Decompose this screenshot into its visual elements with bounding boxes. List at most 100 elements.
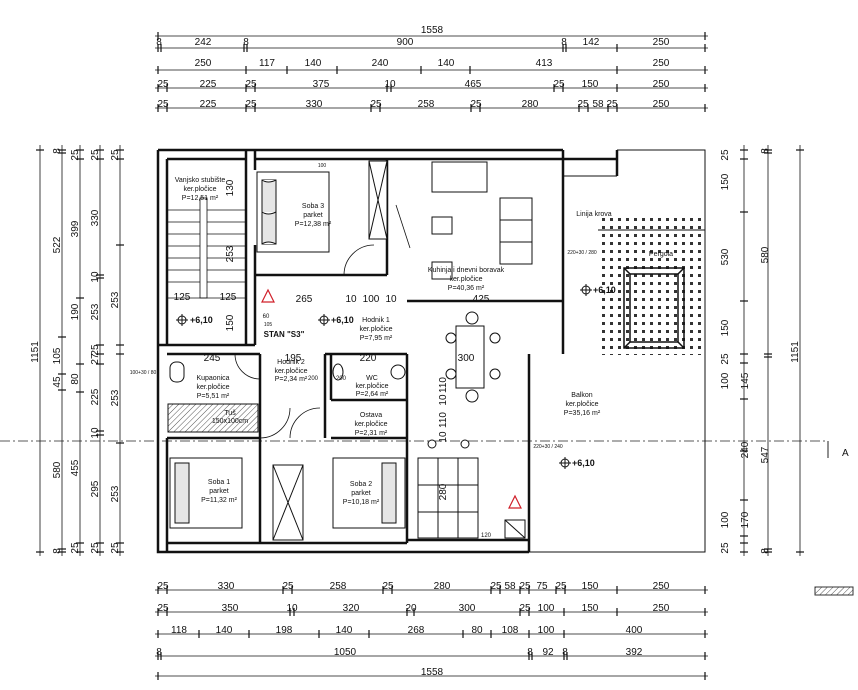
bottom-row3-dim: 100 bbox=[538, 625, 555, 636]
furniture bbox=[167, 160, 533, 541]
top-row3-dim: 150 bbox=[582, 79, 599, 90]
top-row1-dim: 8 bbox=[561, 37, 567, 48]
room-area: P=7,95 m² bbox=[360, 335, 393, 342]
bottom-row2-dim: 300 bbox=[459, 603, 476, 614]
room-labels: Vanjsko stubište ker.pločice P=12,51 m² … bbox=[175, 177, 673, 506]
room-floor: ker.pločice bbox=[196, 384, 229, 391]
left-col3-dim: 27 bbox=[90, 353, 101, 365]
top-row3-dim: 375 bbox=[313, 79, 330, 90]
room-name: Soba 3 bbox=[302, 203, 324, 210]
left-col1-dim: 8 bbox=[52, 148, 63, 154]
left-col1-dim: 8 bbox=[52, 548, 63, 554]
right-col2-dim: 25 bbox=[720, 149, 731, 161]
inner-dim: 253 bbox=[225, 245, 236, 262]
walls bbox=[156, 148, 619, 554]
room-name: Ostava bbox=[360, 412, 382, 419]
room-area: P=12,38 m² bbox=[295, 221, 332, 228]
top-row3-dim: 225 bbox=[200, 79, 217, 90]
room-floor: ker.pločice bbox=[449, 276, 482, 283]
room-hodnik2: Hodnik 2 ker.pločice P=2,34 m² bbox=[274, 359, 307, 383]
hatch-legend-swatch bbox=[814, 586, 854, 596]
top-row3-dim: 250 bbox=[653, 79, 670, 90]
inner-dim: 100 bbox=[318, 163, 327, 169]
right-col2-dim: 530 bbox=[720, 248, 731, 265]
bottom-row1-dim: 25 bbox=[382, 581, 394, 592]
room-area: P=35,16 m² bbox=[564, 410, 601, 417]
right-col2-dim: 150 bbox=[720, 173, 731, 190]
bottom-row3-dim: 268 bbox=[408, 625, 425, 636]
bottom-row2-dim: 250 bbox=[653, 603, 670, 614]
right-col2-dim: 170 bbox=[740, 511, 751, 528]
room-area: P=2,34 m² bbox=[275, 376, 308, 383]
inner-dim: 195 bbox=[285, 353, 302, 364]
bottom-row3-dim: 198 bbox=[276, 625, 293, 636]
left-col2-dim: 25 bbox=[70, 149, 81, 161]
room-name: Vanjsko stubište bbox=[175, 177, 226, 184]
bottom-row4-dim: 392 bbox=[626, 647, 643, 658]
top-dimension-labels: 1558 8 242 8 900 8 142 250 250 117 140 2… bbox=[156, 25, 670, 110]
top-row2-dim: 140 bbox=[438, 58, 455, 69]
bottom-row1-dim: 25 bbox=[555, 581, 567, 592]
top-row2-dim: 140 bbox=[305, 58, 322, 69]
room-name: Soba 1 bbox=[208, 479, 230, 486]
inner-dim: 280 bbox=[438, 483, 449, 500]
level-label: +6,10 bbox=[331, 315, 354, 325]
top-row4-dim: 280 bbox=[522, 99, 539, 110]
top-row4-dim: 250 bbox=[653, 99, 670, 110]
bottom-row1-dim: 75 bbox=[536, 581, 548, 592]
bottom-row2-dim: 20 bbox=[405, 603, 417, 614]
inner-dim: 125 bbox=[174, 292, 191, 303]
left-col2-dim: 80 bbox=[70, 373, 81, 385]
level-label: +6,10 bbox=[572, 458, 595, 468]
inner-dim: 265 bbox=[296, 294, 313, 305]
bottom-row3-dim: 80 bbox=[471, 625, 483, 636]
room-area: P=2,64 m² bbox=[356, 391, 389, 398]
inner-dim: 220+30 / 240 bbox=[533, 444, 563, 450]
top-row1-dim: 900 bbox=[397, 37, 414, 48]
level-label: +6,10 bbox=[593, 285, 616, 295]
inner-dim: 10 bbox=[345, 294, 357, 305]
pergola-grid bbox=[600, 215, 705, 355]
bottom-row4-dim: 1050 bbox=[334, 647, 357, 658]
inner-dim: 125 bbox=[220, 292, 237, 303]
top-ticks bbox=[157, 32, 706, 112]
top-row3-dim: 465 bbox=[465, 79, 482, 90]
left-col1-dim: 45 bbox=[52, 376, 63, 388]
inner-dim: 10 bbox=[385, 294, 397, 305]
right-col1-dim: 580 bbox=[760, 246, 771, 263]
inner-dim: 105 bbox=[264, 322, 273, 328]
top-row4-dim: 330 bbox=[306, 99, 323, 110]
room-floor: ker.pločice bbox=[565, 401, 598, 408]
left-col2-dim: 399 bbox=[70, 220, 81, 237]
left-col2-dim: 25 bbox=[70, 542, 81, 554]
level-markers bbox=[176, 284, 592, 469]
left-col3-dim: 10 bbox=[90, 427, 101, 439]
bottom-row1-dim: 25 bbox=[282, 581, 294, 592]
room-area: P=40,36 m² bbox=[448, 285, 485, 292]
top-row4-dim: 25 bbox=[606, 99, 618, 110]
room-name: WC bbox=[366, 375, 378, 382]
room-area: P=2,31 m² bbox=[355, 430, 388, 437]
room-name: Balkon bbox=[571, 392, 593, 399]
section-line-a: A bbox=[0, 440, 849, 459]
bottom-row1-dim: 150 bbox=[582, 581, 599, 592]
left-col4-dim: 253 bbox=[110, 389, 121, 406]
top-row4-dim: 25 bbox=[370, 99, 382, 110]
top-row2-dim: 117 bbox=[259, 58, 275, 69]
right-col1-dim: 547 bbox=[760, 446, 771, 463]
bottom-row1-dim: 250 bbox=[653, 581, 670, 592]
room-floor: ker.pločice bbox=[274, 368, 307, 375]
bottom-row1-dim: 58 bbox=[504, 581, 516, 592]
left-ticks bbox=[36, 149, 124, 553]
bottom-row2-dim: 150 bbox=[582, 603, 599, 614]
room-floor: parket bbox=[351, 490, 371, 497]
doors bbox=[234, 204, 411, 439]
inner-dim: 300 bbox=[458, 353, 475, 364]
top-row4-dim: 25 bbox=[470, 99, 482, 110]
bottom-row2-dim: 350 bbox=[222, 603, 239, 614]
bottom-row1-dim: 25 bbox=[157, 581, 169, 592]
bottom-row1-dim: 258 bbox=[330, 581, 347, 592]
red-markers bbox=[261, 288, 522, 509]
pergola-label: Pergola bbox=[649, 251, 673, 258]
left-col3-dim: 25 bbox=[90, 542, 101, 554]
